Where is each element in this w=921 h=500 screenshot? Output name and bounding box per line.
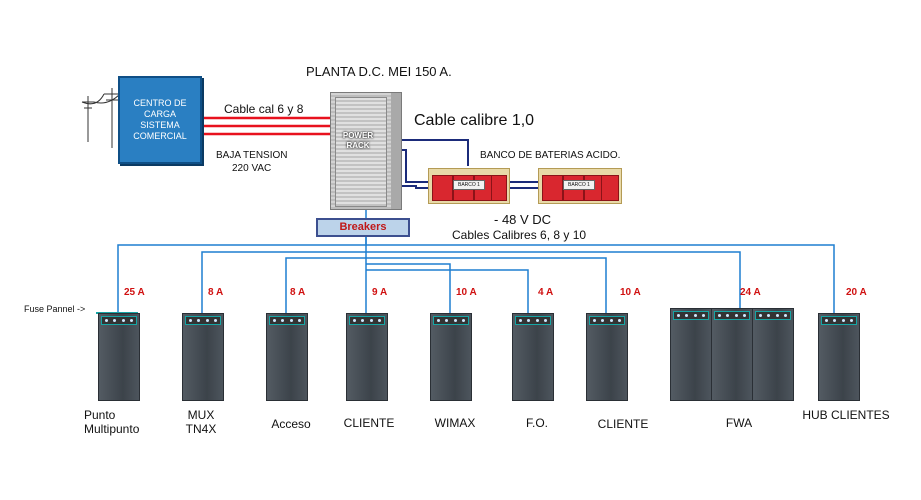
equipment-cabinet	[182, 313, 224, 401]
load-center-box: CENTRO DE CARGA SISTEMA COMERCIAL	[118, 76, 202, 164]
load-name-line: Punto	[84, 408, 116, 422]
load-name: HUB CLIENTES	[802, 408, 890, 422]
amp-label: 10 A	[456, 287, 477, 298]
rack-label-line: RACK	[346, 141, 370, 150]
load-name: MUX TN4X	[176, 408, 226, 436]
load-name-line: TN4X	[185, 422, 217, 436]
equipment-cabinet	[752, 308, 794, 401]
equipment-cabinet	[266, 313, 308, 401]
utility-poles-icon	[81, 88, 121, 148]
dc-voltage-label: - 48 V DC	[494, 212, 552, 227]
amp-label: 4 A	[538, 287, 554, 298]
ac-cable-lines	[200, 116, 332, 136]
battery-bank-1: BARCO 1	[428, 168, 510, 204]
amp-label: 20 A	[846, 287, 867, 298]
battery-bank-2: BARCO 1	[538, 168, 622, 204]
load-center-line: COMERCIAL	[133, 131, 187, 141]
distribution-bus	[117, 235, 835, 313]
battery-tag: BARCO 1	[563, 180, 595, 190]
load-name: CLIENTE	[597, 417, 649, 431]
equipment-cabinet	[711, 308, 753, 401]
load-name: Punto Multipunto	[84, 408, 154, 436]
dc-cable-lines	[399, 139, 540, 189]
load-name-line: Multipunto	[84, 422, 140, 436]
equipment-cabinet	[586, 313, 628, 401]
vac-label: 220 VAC	[232, 163, 272, 174]
equipment-cabinet	[512, 313, 554, 401]
equipment-cabinet	[670, 308, 712, 401]
breakers-box: Breakers	[316, 218, 410, 237]
amp-label: 8 A	[208, 287, 224, 298]
cables-calibres-label: Cables Calibres 6, 8 y 10	[452, 228, 587, 242]
amp-label: 8 A	[290, 287, 306, 298]
load-center-line: SISTEMA	[140, 120, 180, 130]
amp-label: 9 A	[372, 287, 388, 298]
cable-calibre-label: Cable calibre 1,0	[414, 112, 535, 129]
load-name: CLIENTE	[343, 416, 395, 430]
equipment-cabinet	[346, 313, 388, 401]
load-center-line: CENTRO DE	[133, 98, 187, 108]
amp-label: 24 A	[740, 287, 761, 298]
amp-label: 25 A	[124, 287, 145, 298]
equipment-cabinet	[98, 313, 140, 401]
fuse-panel-label: Fuse Pannel ->	[24, 304, 86, 314]
equipment-cabinet	[430, 313, 472, 401]
load-name: F.O.	[525, 416, 548, 430]
load-name-line: MUX	[187, 408, 215, 422]
battery-bank-label: BANCO DE BATERIAS ACIDO.	[480, 150, 621, 161]
rack-label-line: POWER	[342, 131, 374, 140]
load-name: FWA	[725, 416, 753, 430]
equipment-cabinet	[818, 313, 860, 401]
power-rack: POWER RACK	[330, 92, 402, 210]
plant-title: PLANTA D.C. MEI 150 A.	[306, 64, 452, 79]
amp-label: 10 A	[620, 287, 641, 298]
cable-cal-label: Cable cal 6 y 8	[224, 102, 304, 116]
battery-tag: BARCO 1	[453, 180, 485, 190]
load-center-line: CARGA	[143, 109, 176, 119]
load-name: Acceso	[271, 417, 311, 431]
baja-tension-label: BAJA TENSION	[216, 150, 288, 161]
load-name: WIMAX	[434, 416, 476, 430]
